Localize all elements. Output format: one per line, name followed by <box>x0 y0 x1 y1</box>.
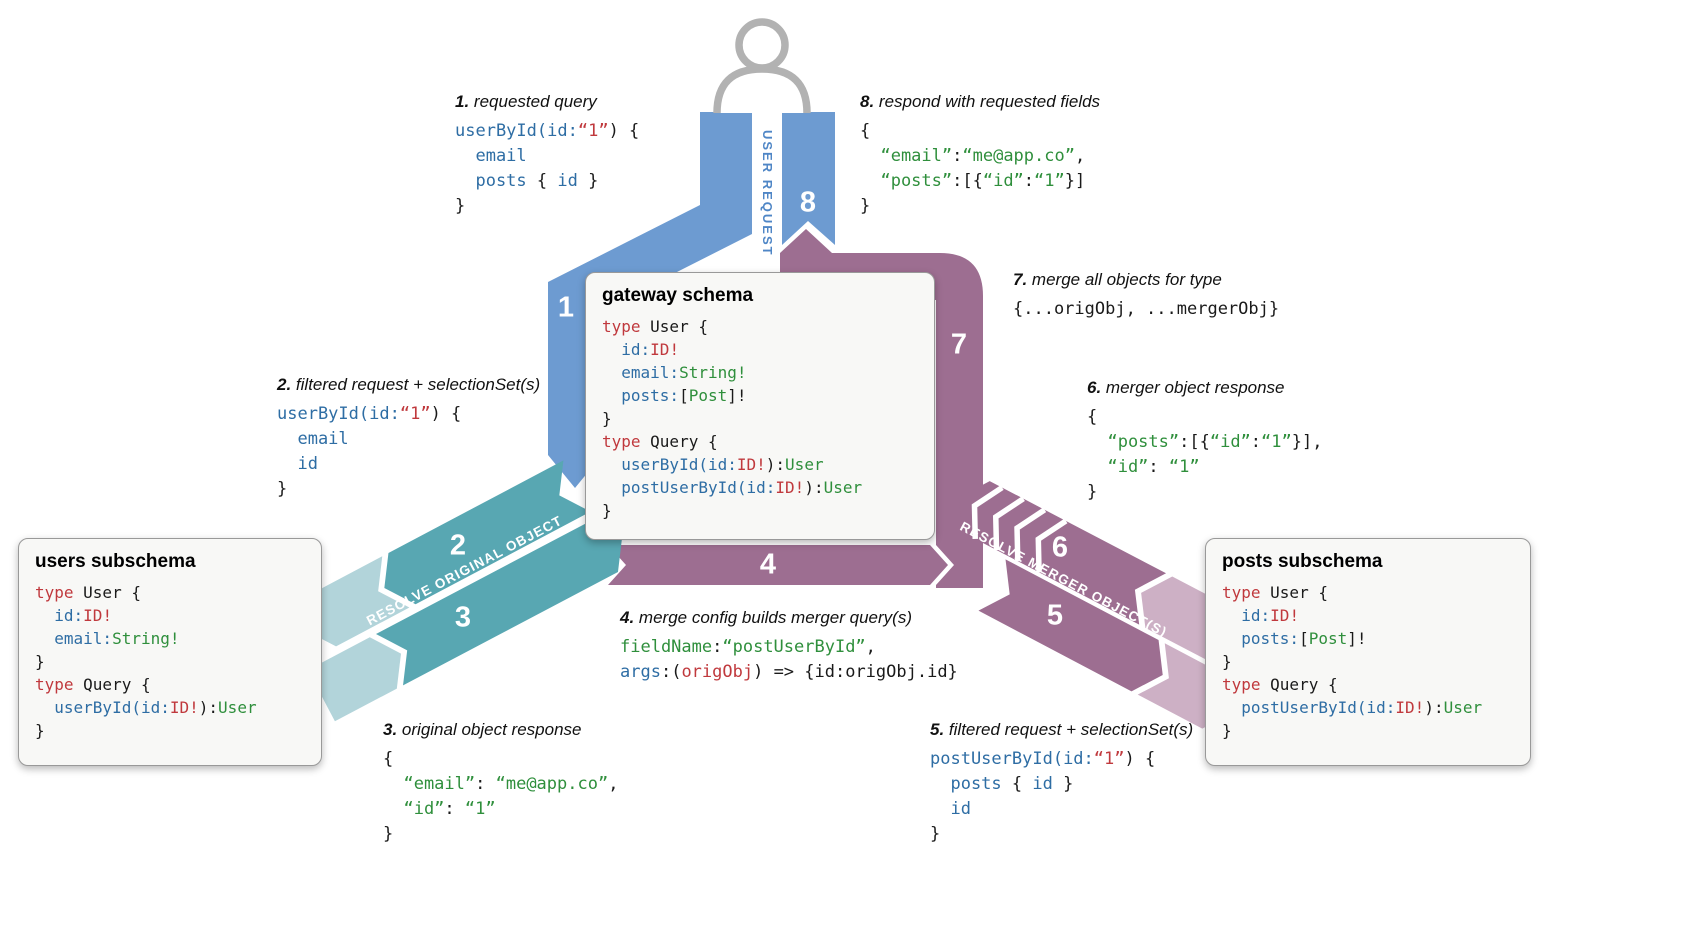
step-8-label: 8. respond with requested fields <box>860 92 1101 111</box>
step-4-label: 4. merge config builds merger query(s) <box>620 608 912 627</box>
step-7: 7. merge all objects for type {...origOb… <box>1013 270 1279 322</box>
step-1-label: 1. requested query <box>455 92 597 111</box>
step-8: 8. respond with requested fields { “emai… <box>860 92 1100 219</box>
step-4: 4. merge config builds merger query(s) f… <box>620 608 958 685</box>
step-6-label: 6. merger object response <box>1087 378 1285 397</box>
step-3-code: { “email”: “me@app.co”, “id”: “1”} <box>383 749 619 844</box>
arrow-2-band <box>304 460 591 647</box>
arrow-2-number: 2 <box>449 529 467 562</box>
gateway-schema-box: gateway schema type User { id:ID! email:… <box>585 272 935 540</box>
user-shoulders <box>713 65 811 114</box>
arrow-5-number: 5 <box>1046 599 1064 632</box>
arrow-3-light-segment <box>307 637 401 722</box>
gateway-schema-title: gateway schema <box>602 285 754 306</box>
step-7-label: 7. merge all objects for type <box>1013 270 1222 289</box>
step-5-code: postUserById(id:“1”) { posts { id } id} <box>930 749 1156 844</box>
step-1: 1. requested query userById(id:“1”) { em… <box>455 92 639 219</box>
posts-subschema-code: type User { id:ID! posts:[Post]!}type Qu… <box>1222 583 1483 740</box>
arrow-2-light-tip <box>304 556 410 647</box>
arrow-4-number: 4 <box>759 548 777 581</box>
arrow-8-band <box>782 112 835 245</box>
arrow-7-number: 7 <box>950 328 968 361</box>
step-2: 2. filtered request + selectionSet(s) us… <box>277 375 540 502</box>
merge-hatch-marks <box>971 485 1068 573</box>
step-8-code: { “email”:“me@app.co”, “posts”:[{“id”:“1… <box>860 121 1086 216</box>
step-4-code: fieldName:“postUserById”,args:(origObj) … <box>620 637 958 682</box>
users-subschema-title: users subschema <box>35 551 196 572</box>
step-5-label: 5. filtered request + selectionSet(s) <box>930 720 1194 739</box>
step-6: 6. merger object response { “posts”:[{“i… <box>1087 378 1322 505</box>
user-icon <box>713 18 811 114</box>
step-7-code: {...origObj, ...mergerObj} <box>1013 299 1280 319</box>
arrow-6-dark-segment <box>958 481 1167 625</box>
arrow-3-band <box>307 520 623 722</box>
arrow-1-number: 1 <box>557 291 575 324</box>
step-3-label: 3. original object response <box>383 720 582 739</box>
posts-subschema-title: posts subschema <box>1222 551 1383 572</box>
step-5: 5. filtered request + selectionSet(s) po… <box>930 720 1193 847</box>
arrow-6-number: 6 <box>1051 531 1069 564</box>
step-3: 3. original object response { “email”: “… <box>383 720 618 847</box>
arrow-5-dark-segment <box>978 559 1163 692</box>
user-head <box>735 18 789 72</box>
arrow-3-dark-segment <box>375 520 623 686</box>
arrow-3-number: 3 <box>454 601 472 634</box>
step-6-code: { “posts”:[{“id”:“1”}], “id”: “1”} <box>1087 407 1323 502</box>
user-request-label: USER REQUEST <box>760 129 775 257</box>
step-2-label: 2. filtered request + selectionSet(s) <box>277 375 541 394</box>
arrow-2-dark-segment <box>384 460 591 605</box>
gateway-schema-code: type User { id:ID! email:String! posts:[… <box>602 317 863 520</box>
step-2-code: userById(id:“1”) { email id} <box>277 404 462 499</box>
posts-subschema-box: posts subschema type User { id:ID! posts… <box>1205 538 1531 766</box>
step-1-code: userById(id:“1”) { email posts { id }} <box>455 121 640 216</box>
arrow-7-band <box>780 229 983 588</box>
arrow-8-number: 8 <box>799 186 817 219</box>
users-subschema-box: users subschema type User { id:ID! email… <box>18 538 322 766</box>
users-subschema-code: type User { id:ID! email:String!}type Qu… <box>35 583 257 740</box>
arrow-4-band <box>608 545 948 585</box>
